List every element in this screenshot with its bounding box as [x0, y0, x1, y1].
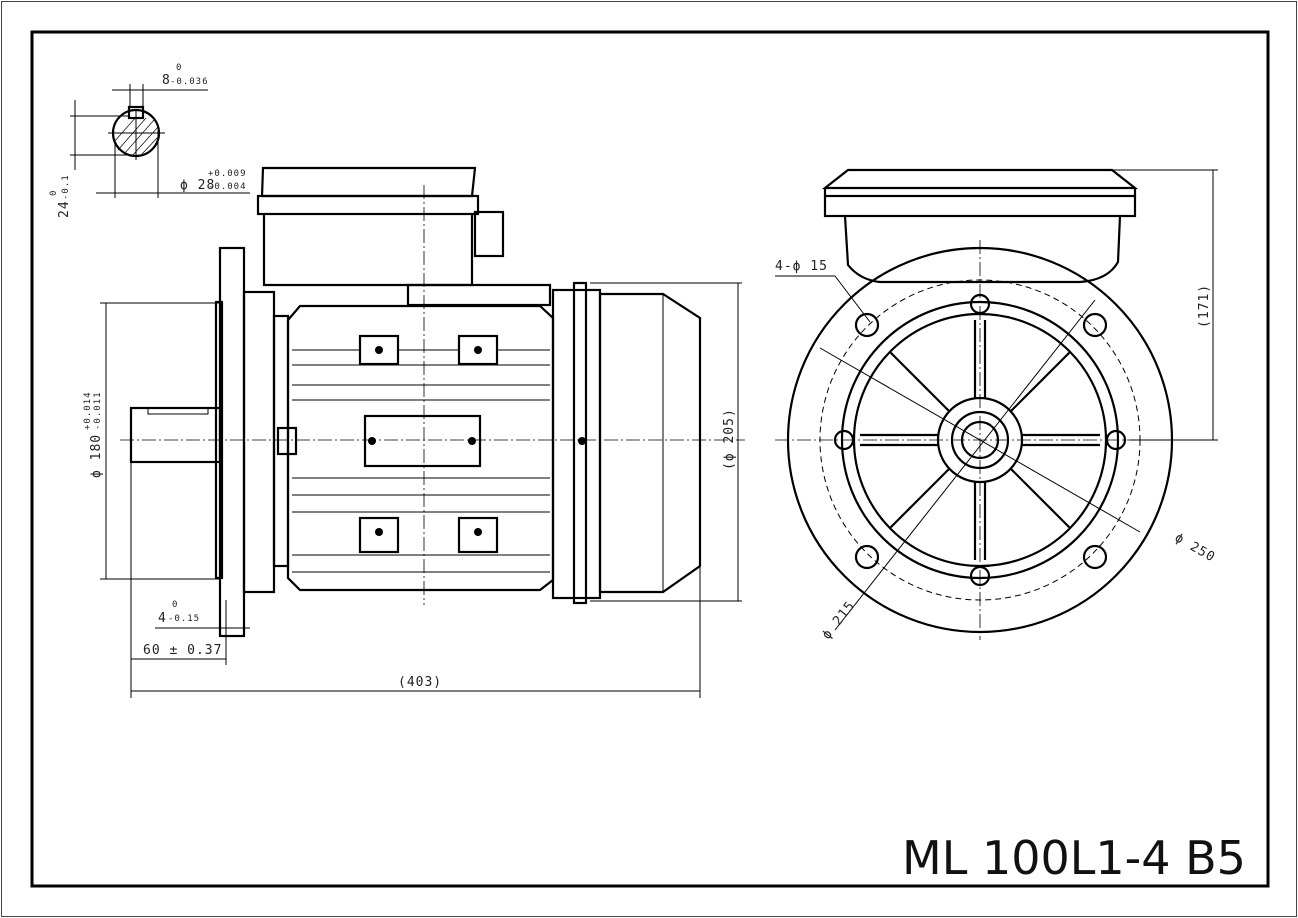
mounting-holes-dim: 4-ϕ 15	[775, 259, 828, 274]
front-view: 4-ϕ 15 (171) ϕ 250 ϕ 215	[775, 168, 1218, 642]
flange-dia-dim: ϕ 250	[1172, 530, 1218, 565]
key-width-dim: 8	[162, 73, 171, 88]
drawing-border	[30, 30, 1270, 888]
overall-height-dim: (ϕ 205)	[722, 408, 737, 470]
svg-text:-0.15: -0.15	[168, 614, 200, 624]
svg-text:0: 0	[49, 190, 59, 196]
svg-text:+0.014: +0.014	[83, 391, 93, 430]
svg-text:-0.1: -0.1	[61, 174, 71, 200]
side-view: ϕ 180 +0.014 -0.011 4 0 -0.15 60 ± 0.37 …	[83, 166, 745, 698]
pcd-dim: ϕ 215	[819, 598, 858, 642]
svg-text:0: 0	[172, 600, 178, 610]
key-section-view: 8 0 -0.036 ϕ 28 +0.009 -0.004 24 0 -0.1	[49, 63, 250, 218]
svg-text:-0.011: -0.011	[93, 391, 103, 430]
shaft-dia-dim: ϕ 28	[180, 178, 215, 193]
spigot-dia-dim: ϕ 180	[89, 434, 104, 478]
key-height-dim: 24	[57, 200, 72, 218]
svg-text:-0.036: -0.036	[170, 77, 209, 87]
overall-length-dim: (403)	[398, 675, 442, 690]
drawing-title: ML 100L1-4 B5	[902, 831, 1246, 885]
svg-text:0: 0	[176, 63, 182, 73]
box-height-dim: (171)	[1197, 284, 1212, 328]
shaft-length-dim: 60 ± 0.37	[143, 643, 222, 658]
svg-text:+0.009: +0.009	[208, 169, 247, 179]
spigot-depth-dim: 4	[158, 611, 167, 626]
svg-text:-0.004: -0.004	[208, 182, 247, 192]
